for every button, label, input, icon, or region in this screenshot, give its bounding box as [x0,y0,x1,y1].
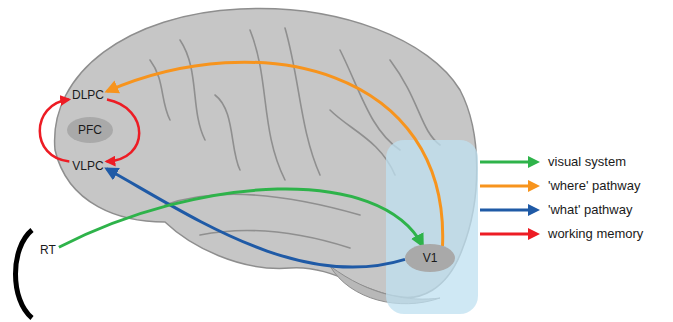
node-text: RT [40,243,56,257]
legend-arrow [478,201,542,219]
legend-text: working memory [548,226,643,241]
node-text: DLPC [72,88,104,102]
pathway-arrow [59,189,423,247]
region-ellipse: V1 [405,244,455,272]
legend-text: visual system [548,154,626,169]
legend-text: 'what' pathway [548,202,632,217]
legend-arrow [478,153,542,171]
legend-text: 'where' pathway [548,178,640,193]
retina-label: RT [37,241,59,259]
region-label: VLPC [69,157,106,175]
node-text: PFC [78,123,102,137]
legend-arrow [478,177,542,195]
region-label: DLPC [69,86,107,104]
occipital-region [386,140,478,314]
region-ellipse: PFC [67,117,113,143]
pathway-arrow [107,169,405,267]
pathway-arrow [40,100,70,162]
legend-arrow [478,225,542,243]
node-text: V1 [423,251,438,265]
pathway-arrow [107,62,443,246]
node-text: VLPC [72,159,103,173]
eye-bracket [16,230,33,318]
